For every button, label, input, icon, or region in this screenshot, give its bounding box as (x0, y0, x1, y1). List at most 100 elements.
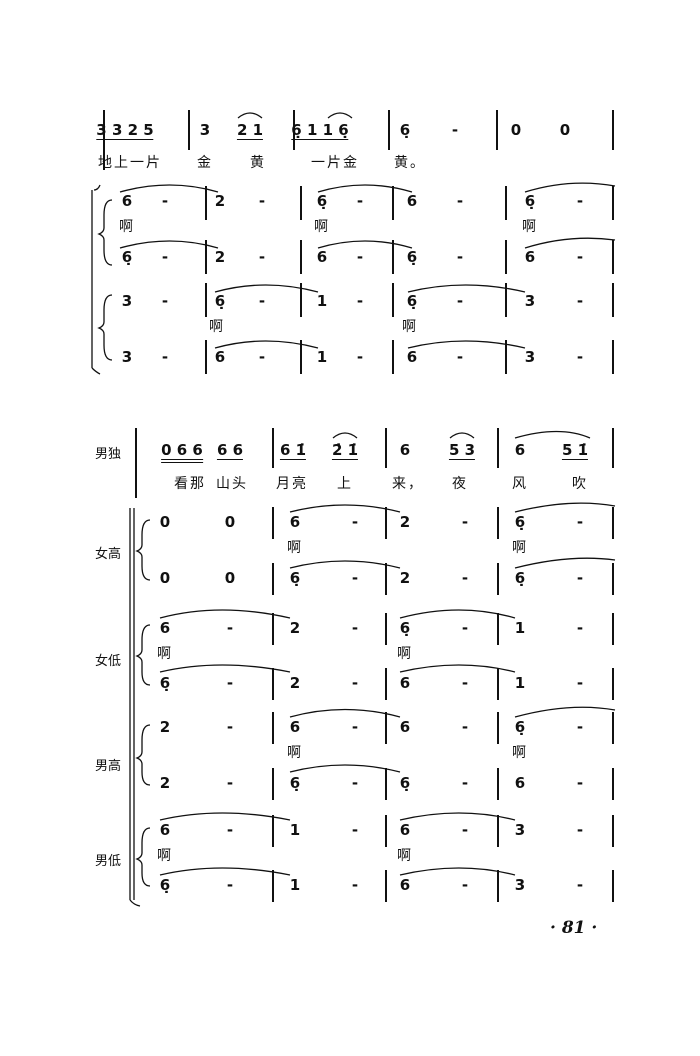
melody-note: 6 1̇ (279, 441, 307, 460)
choir-note: 6 (159, 619, 171, 637)
barline (496, 110, 498, 150)
choir-note: - (356, 248, 364, 266)
choir-note: - (161, 192, 169, 210)
choir-note: - (576, 513, 584, 531)
choir-note: 6̣ (289, 569, 301, 587)
choir-note: 6̣ (514, 569, 526, 587)
choir-note: 3 (524, 292, 536, 310)
choir-note: 2 (159, 774, 171, 792)
barline (612, 186, 614, 220)
melody-note: 0 6 6 (161, 441, 203, 463)
barline (385, 507, 387, 539)
choir-note: - (576, 348, 584, 366)
melody-note: 6 6 (216, 441, 244, 460)
barline (392, 340, 394, 374)
choir-note: - (461, 718, 469, 736)
barline (497, 668, 499, 700)
barline (612, 668, 614, 700)
choir-note: 2 (159, 718, 171, 736)
lyric: 上 (337, 476, 353, 492)
choir-note: - (576, 674, 584, 692)
barline (612, 283, 614, 317)
barline (392, 186, 394, 220)
barline (272, 507, 274, 539)
barline (300, 283, 302, 317)
barline (205, 240, 207, 274)
barline (505, 186, 507, 220)
choir-note: - (258, 192, 266, 210)
choir-note: 2 (289, 619, 301, 637)
choir-note: 0 (159, 513, 171, 531)
barline (385, 815, 387, 847)
choir-note: 0 (224, 569, 236, 587)
melody-note: 0 (510, 121, 522, 139)
choir-note: 6̣ (399, 619, 411, 637)
choir-note: - (456, 292, 464, 310)
choir-note: - (226, 619, 234, 637)
choir-note: 6̣ (406, 292, 418, 310)
choir-note: 1 (316, 348, 328, 366)
choir-lyric: 啊 (157, 848, 173, 864)
barline (392, 240, 394, 274)
barline (272, 815, 274, 847)
choir-note: 3 (514, 876, 526, 894)
barline (497, 870, 499, 902)
barline (300, 340, 302, 374)
choir-note: 6 (316, 248, 328, 266)
lyric: 来， (392, 476, 424, 492)
choir-note: 6̣ (316, 192, 328, 210)
barline (272, 768, 274, 800)
melody-note: 5 3 (448, 441, 476, 460)
barline (385, 428, 387, 468)
melody-note: 0 (559, 121, 571, 139)
barline (272, 668, 274, 700)
choir-note: - (226, 718, 234, 736)
barline (497, 613, 499, 645)
choir-note: 6 (399, 674, 411, 692)
choir-note: - (351, 674, 359, 692)
choir-lyric: 啊 (209, 319, 225, 335)
choir-note: - (226, 674, 234, 692)
choir-lyric: 啊 (397, 848, 413, 864)
choir-note: - (576, 718, 584, 736)
choir-note: 2 (399, 513, 411, 531)
choir-note: - (576, 876, 584, 894)
choir-note: 6̣ (399, 774, 411, 792)
choir-note: - (351, 821, 359, 839)
barline (497, 507, 499, 539)
choir-note: 6̣ (214, 292, 226, 310)
barline (385, 712, 387, 744)
barline (612, 815, 614, 847)
melody-note: 6̣ (399, 121, 411, 139)
barline (388, 110, 390, 150)
choir-note: - (258, 292, 266, 310)
choir-note: 1 (289, 821, 301, 839)
melody-note: 5 1̇ (561, 441, 589, 460)
choir-note: 1 (316, 292, 328, 310)
barline (392, 283, 394, 317)
barline (135, 468, 137, 498)
choir-note: 6 (514, 774, 526, 792)
barline (385, 613, 387, 645)
barline (497, 712, 499, 744)
choir-note: 6 (214, 348, 226, 366)
barline (205, 340, 207, 374)
barline (497, 428, 499, 468)
barline (272, 613, 274, 645)
barline (205, 283, 207, 317)
barline (612, 563, 614, 595)
choir-note: - (226, 821, 234, 839)
melody-note: 3 3 2 5 (96, 121, 154, 140)
choir-note: 3 (514, 821, 526, 839)
barline (497, 768, 499, 800)
barline (135, 428, 137, 468)
barline (205, 186, 207, 220)
choir-note: 6̣ (159, 876, 171, 894)
barline (612, 110, 614, 150)
choir-lyric: 啊 (522, 219, 538, 235)
part-label: 男高 (95, 759, 122, 774)
choir-note: 6̣ (514, 513, 526, 531)
lyric: 黄 (250, 155, 266, 171)
choir-note: - (576, 248, 584, 266)
